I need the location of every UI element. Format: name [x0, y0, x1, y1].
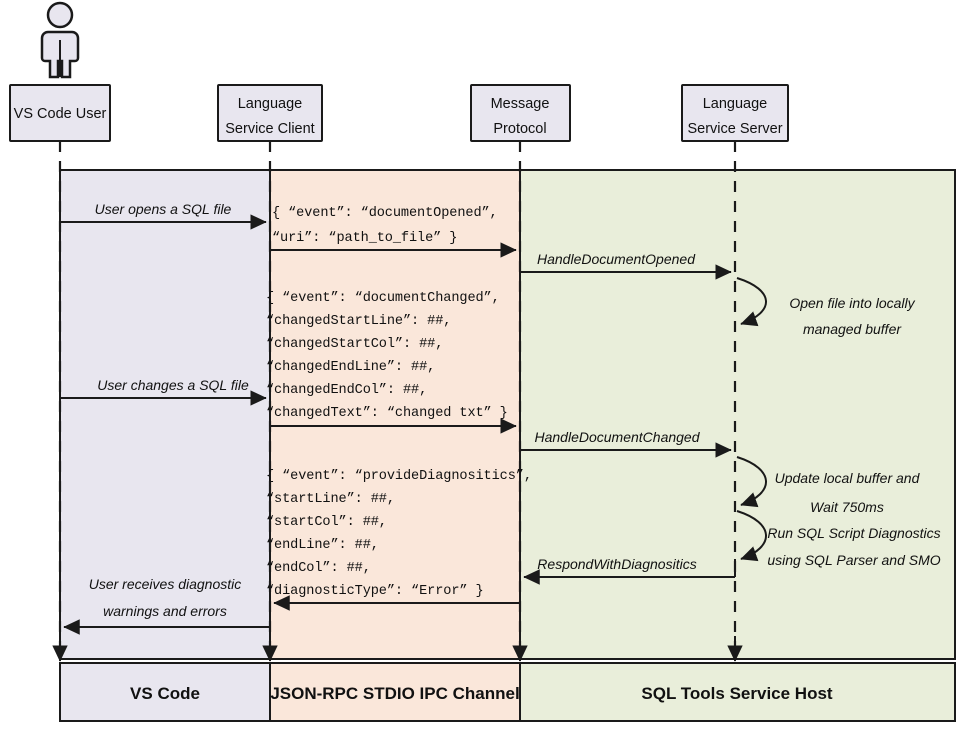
self-loop-arrow-run-diagnostics [736, 510, 767, 562]
json-line: “changedStartCol”: ##, [266, 337, 443, 352]
lifeline-terminators [52, 636, 743, 662]
json-line: { “event”: “provideDiagnositics”, [266, 469, 532, 484]
json-line: “changedStartLine”: ##, [266, 314, 451, 329]
self-loop-open-file[interactable]: Open file into locally managed buffer [736, 277, 916, 337]
footer-label-service-host: SQL Tools Service Host [641, 684, 832, 703]
message-label-handle-document-changed: HandleDocumentChanged [535, 429, 701, 445]
activation-bands [59, 169, 956, 660]
self-loop-arrow-update-buffer [736, 456, 767, 508]
actor-icon [40, 1, 80, 79]
participant-label-language-service-server-line1: Language [703, 96, 768, 112]
self-note-open-file-line2: managed buffer [803, 321, 902, 337]
message-user-receives-diagnostics[interactable]: User receives diagnostic warnings and er… [63, 576, 271, 635]
footer-label-ipc-channel: JSON-RPC STDIO IPC Channel [270, 684, 519, 703]
json-payload-provide-diagnositics: { “event”: “provideDiagnositics”, “start… [266, 469, 532, 599]
message-label-user-receives-diagnostics-line1: User receives diagnostic [89, 576, 242, 592]
json-payload-document-changed: { “event”: “documentChanged”, “changedSt… [266, 291, 508, 421]
footer-band-host [520, 663, 955, 721]
self-note-run-diagnostics-line2: using SQL Parser and SMO [767, 552, 940, 568]
band-ipc [270, 170, 520, 659]
self-loop-run-diagnostics[interactable]: Run SQL Script Diagnostics using SQL Par… [736, 510, 941, 568]
json-line: “changedEndLine”: ##, [266, 360, 435, 375]
participant-label-vs-code-user: VS Code User [14, 106, 107, 122]
participant-label-language-service-client-line2: Service Client [225, 121, 314, 137]
participant-label-message-protocol-line1: Message [491, 96, 550, 112]
json-line: { “event”: “documentOpened”, [272, 206, 498, 221]
band-host [520, 170, 955, 659]
self-note-run-diagnostics-line1: Run SQL Script Diagnostics [767, 525, 940, 541]
footer-banner: VS Code JSON-RPC STDIO IPC Channel SQL T… [59, 662, 956, 722]
participant-label-language-service-server-line2: Service Server [687, 121, 782, 137]
participant-label-language-service-client-line1: Language [238, 96, 303, 112]
message-label-respond-with-diagnositics: RespondWithDiagnositics [537, 556, 696, 572]
message-label-user-receives-diagnostics-line2: warnings and errors [103, 603, 227, 619]
self-note-open-file-line1: Open file into locally [789, 295, 915, 311]
band-vscode [60, 170, 270, 659]
participant-headers: VS Code User Language Service Client Mes… [9, 84, 789, 142]
json-line: “startCol”: ##, [266, 515, 387, 530]
json-line: “changedText”: “changed txt” } [266, 406, 508, 421]
message-user-opens-file[interactable]: User opens a SQL file [59, 196, 267, 230]
json-line: “endCol”: ##, [266, 561, 371, 576]
self-loop-arrow-open-file [736, 277, 767, 327]
json-line: “uri”: “path_to_file” } [272, 231, 457, 246]
message-handle-document-opened[interactable]: HandleDocumentOpened [519, 250, 732, 280]
json-line: “startLine”: ##, [266, 492, 395, 507]
message-respond-with-diagnositics[interactable]: RespondWithDiagnositics [523, 556, 736, 585]
band-outline [59, 169, 956, 660]
self-note-update-buffer-line2: Wait 750ms [810, 499, 884, 515]
participant-label-message-protocol-line2: Protocol [493, 121, 546, 137]
footer-band-vscode [60, 663, 270, 721]
actor-head-icon [46, 1, 74, 29]
message-label-handle-document-opened: HandleDocumentOpened [537, 251, 696, 267]
message-user-changes-file[interactable]: User changes a SQL file [60, 377, 267, 406]
json-line: “diagnosticType”: “Error” } [266, 584, 484, 599]
self-note-update-buffer-line1: Update local buffer and [775, 470, 921, 486]
footer-band-outline [59, 662, 956, 722]
message-label-user-opens-file: User opens a SQL file [95, 201, 232, 217]
json-line: “endLine”: ##, [266, 538, 379, 553]
footer-band-ipc [270, 663, 520, 721]
message-handle-document-changed[interactable]: HandleDocumentChanged [519, 426, 732, 458]
json-payload-document-opened: { “event”: “documentOpened”, “uri”: “pat… [272, 206, 498, 246]
footer-label-vs-code: VS Code [130, 684, 200, 703]
message-label-user-changes-file: User changes a SQL file [97, 377, 249, 393]
json-line: { “event”: “documentChanged”, [266, 291, 500, 306]
json-line: “changedEndCol”: ##, [266, 383, 427, 398]
self-loop-update-buffer[interactable]: Update local buffer and Wait 750ms [736, 456, 921, 515]
